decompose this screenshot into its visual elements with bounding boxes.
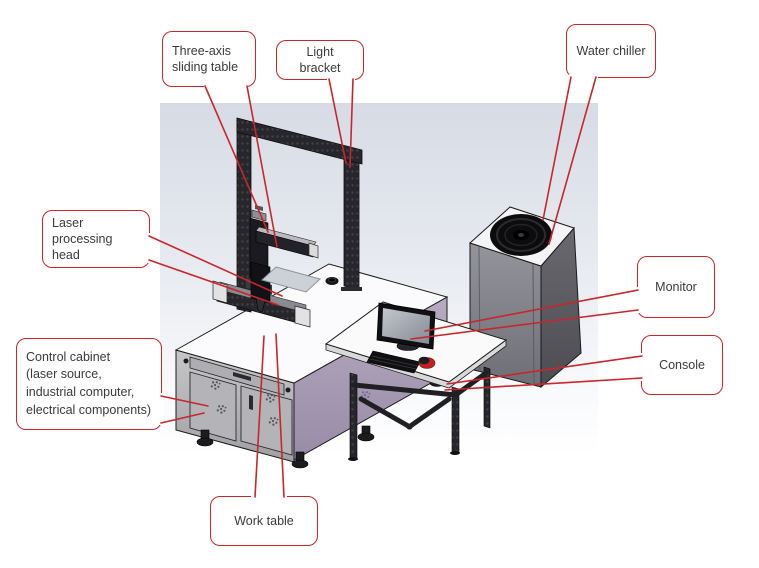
callout-control-cabinet: Control cabinet (laser source, industria… <box>16 338 162 430</box>
callout-text: Laser processing head <box>52 215 113 263</box>
callout-laser-processing-head: Laser processing head <box>42 210 150 268</box>
mouse-render <box>418 356 436 369</box>
callout-text: Work table <box>234 513 294 528</box>
callout-text: Control cabinet (laser source, industria… <box>26 349 152 417</box>
callout-monitor: Monitor <box>637 256 715 318</box>
callout-work-table: Work table <box>210 496 318 546</box>
keyboard-render <box>366 350 421 374</box>
callout-three-axis-sliding-table: Three-axis sliding table <box>162 31 256 87</box>
callout-water-chiller: Water chiller <box>566 24 656 78</box>
callout-text: Console <box>659 357 705 372</box>
callout-console: Console <box>641 335 723 395</box>
chiller-fan <box>490 214 552 256</box>
callout-text: Light bracket <box>299 44 341 75</box>
caster-feet <box>196 371 445 469</box>
callout-text: Monitor <box>655 279 697 294</box>
callout-light-bracket: Light bracket <box>276 40 364 80</box>
callout-text: Water chiller <box>576 43 646 58</box>
emergency-stop-button <box>325 277 339 285</box>
door-handle <box>249 395 253 410</box>
callout-text: Three-axis sliding table <box>172 43 239 74</box>
